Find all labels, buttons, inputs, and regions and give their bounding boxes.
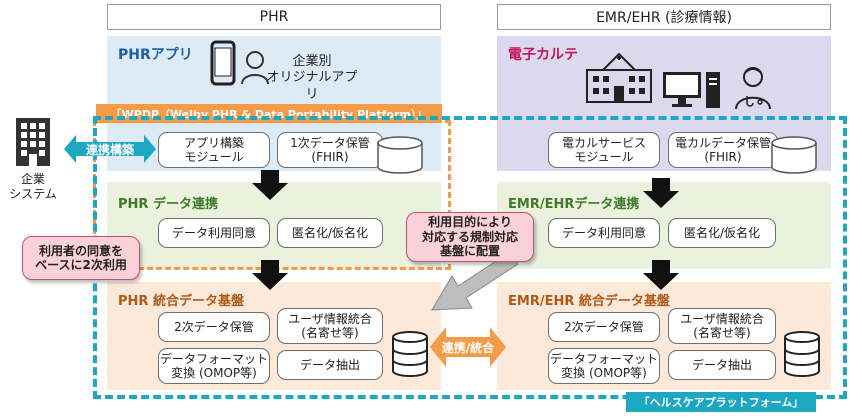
emr-database-cylinder-icon [770, 136, 818, 174]
phr-format-convert-box: データフォーマット 変換 (OMOP等) [158, 348, 270, 384]
hospital-icon [583, 48, 655, 104]
phr-column-header: PHR [107, 4, 441, 30]
emr-down-arrow-2 [643, 260, 679, 290]
emr-column-header: EMR/EHR (診療情報) [497, 4, 831, 30]
doctor-icon [733, 64, 773, 110]
emr-user-merge-box: ユーザ情報統合 (名寄せ等) [668, 308, 776, 344]
phr-app-title: PHRアプリ [118, 47, 193, 63]
emr-integrated-base-title: EMR/EHR 統合データ基盤 [508, 294, 670, 309]
phr-base-database-icon [390, 330, 430, 378]
phr-down-arrow-1 [252, 170, 288, 200]
corp-system-label: 企業 システム [9, 172, 57, 201]
emr-down-arrow-1 [643, 178, 679, 208]
phr-database-cylinder-icon [376, 136, 424, 174]
emr-data-link-title: EMR/EHRデータ連携 [508, 197, 640, 212]
phr-data-link-title: PHR データ連携 [118, 197, 218, 212]
app-build-module-box: アプリ構築 モジュール [158, 132, 270, 168]
primary-storage-fhir-box: 1次データ保管 (FHIR) [277, 132, 383, 168]
user-icon [239, 48, 271, 86]
connect-build-label: 連携構築 [85, 142, 134, 157]
phr-user-merge-box: ユーザ情報統合 (名寄せ等) [277, 308, 383, 344]
healthcare-platform-label: 「ヘルスケアプラットフォーム」 [626, 392, 816, 412]
emr-service-module-box: 電カルサービス モジュール [548, 132, 660, 168]
phr-anonymize-box: 匿名化/仮名化 [277, 218, 383, 248]
phr-integrated-base-title: PHR 統合データ基盤 [118, 294, 244, 309]
building-icon [14, 116, 52, 168]
computer-icon [662, 70, 722, 110]
emr-base-database-icon [782, 330, 822, 378]
emr-top-title: 電子カルテ [508, 47, 578, 63]
emr-data-storage-fhir-box: 電カルデータ保管 (FHIR) [668, 132, 778, 168]
phr-data-extract-box: データ抽出 [277, 350, 383, 380]
corp-app-label: 企業別 オリジナルアプリ [266, 54, 358, 102]
smartphone-icon [210, 40, 236, 86]
phr-secondary-storage-box: 2次データ保管 [158, 312, 270, 342]
emr-data-extract-box: データ抽出 [668, 350, 776, 380]
emr-secondary-storage-box: 2次データ保管 [548, 312, 660, 342]
consent-secondary-use-callout: 利用者の同意を ベースに2次利用 [22, 236, 140, 280]
emr-format-convert-box: データフォーマット 変換 (OMOP等) [548, 348, 660, 384]
regulation-placement-callout: 利用目的により 対応する規制対応 基盤に配置 [406, 212, 534, 262]
emr-anonymize-box: 匿名化/仮名化 [668, 218, 776, 248]
emr-consent-box: データ利用同意 [548, 218, 660, 248]
phr-down-arrow-2 [252, 260, 288, 290]
connect-build-arrow [64, 134, 156, 164]
link-integrate-label: 連携/統合 [441, 340, 495, 355]
link-integrate-arrow [430, 326, 506, 368]
phr-consent-box: データ利用同意 [158, 218, 270, 248]
